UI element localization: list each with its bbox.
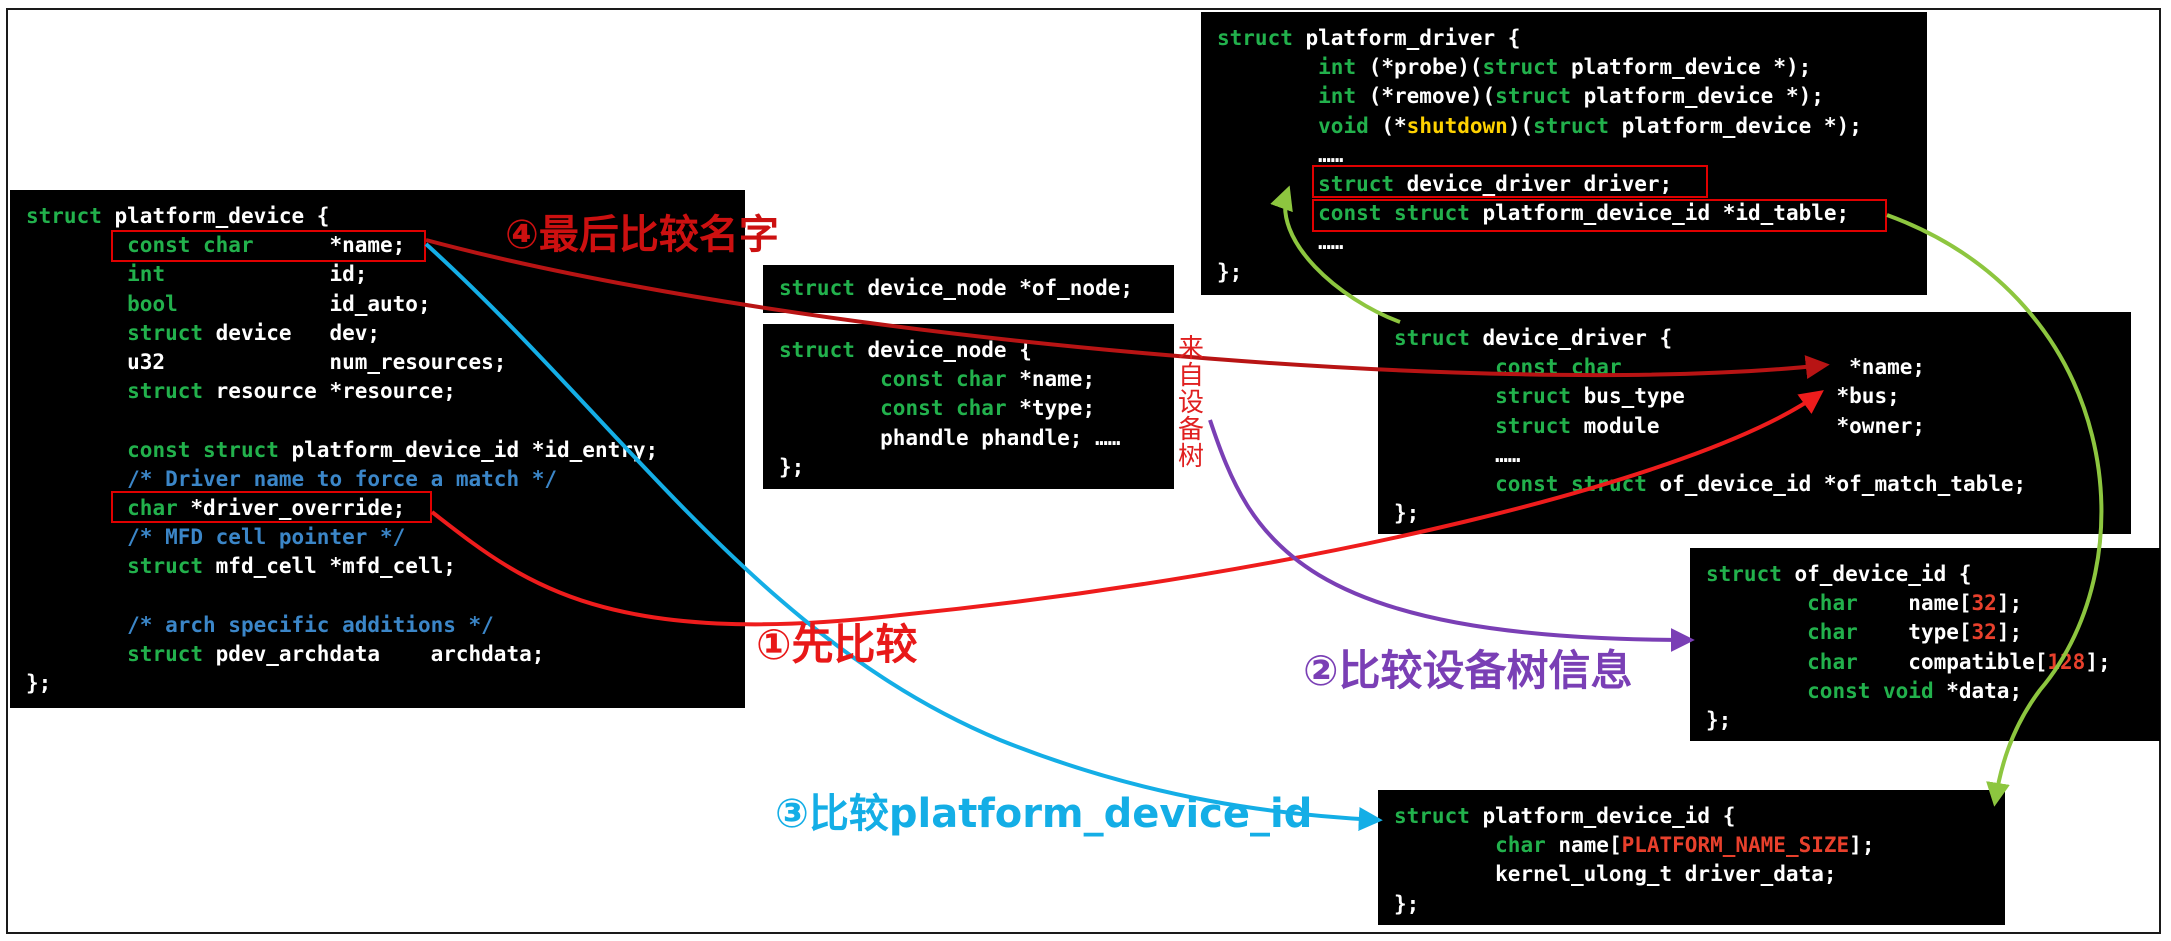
code-block-device-driver: struct device_driver { const char *name;… — [1378, 312, 2131, 534]
code-line: struct device_driver { — [1394, 326, 1673, 350]
code-line: struct bus_type *bus; — [1495, 384, 1900, 409]
label-step1: ①先比较 — [756, 620, 918, 669]
label-step4: ④最后比较名字 — [505, 212, 779, 258]
code-line: /* Driver name to force a match */ — [127, 466, 558, 491]
code-line: int (*probe)(struct platform_device *); — [1318, 55, 1812, 80]
code-block-of-device-id: struct of_device_id { char name[32]; cha… — [1690, 548, 2160, 741]
diagram-border — [6, 8, 2161, 934]
code-line: int (*remove)(struct platform_device *); — [1318, 84, 1824, 109]
code-line: char compatible[128]; — [1807, 649, 2111, 674]
code-line: …… — [1217, 230, 1344, 255]
code-line: struct device_driver driver; — [1318, 171, 1673, 196]
code-line: char *driver_override; — [127, 495, 406, 520]
code-line: struct platform_device_id { — [1394, 804, 1736, 828]
code-line: const char *name; — [127, 233, 406, 258]
code-line: bool id_auto; — [127, 291, 431, 316]
code-line: struct pdev_archdata archdata; — [127, 641, 545, 666]
code-line: }; — [1394, 891, 1420, 916]
highlight-driver-override — [111, 491, 432, 523]
arrow-step1-driver-override — [430, 390, 1824, 627]
code-line: const struct platform_device_id *id_entr… — [127, 437, 659, 462]
code-line: struct device_node *of_node; — [779, 276, 1134, 300]
code-line: struct platform_driver { — [1217, 26, 1521, 50]
arrow-link-id-table — [1886, 213, 2104, 807]
code-line: }; — [1217, 259, 1243, 284]
code-line: phandle phandle; …… — [779, 425, 1121, 450]
arrow-step2-device-tree — [1208, 419, 1695, 652]
code-line: int id; — [127, 262, 368, 287]
code-line: void (*shutdown)(struct platform_device … — [1318, 113, 1862, 138]
arrow-step4-name — [425, 238, 1830, 379]
code-line: const void *data; — [1807, 678, 2023, 703]
code-line: const char *type; — [880, 396, 1096, 421]
code-line: char name[32]; — [1807, 591, 2023, 616]
code-block-platform-device-id: struct platform_device_id { char name[PL… — [1378, 790, 2005, 925]
code-line: }; — [779, 454, 805, 479]
code-line: const struct platform_device_id *id_tabl… — [1318, 201, 1850, 226]
code-line: /* MFD cell pointer */ — [127, 525, 406, 550]
code-line: /* arch specific additions */ — [127, 612, 494, 637]
code-line: struct device dev; — [127, 320, 381, 345]
label-from-device-tree: 来自设备树 — [1177, 334, 1204, 472]
code-line: …… — [1394, 442, 1521, 467]
code-line: }; — [1706, 707, 1732, 732]
code-line: …… — [1217, 142, 1344, 167]
code-line: u32 num_resources; — [26, 349, 507, 374]
code-line: struct of_device_id { — [1706, 562, 1972, 586]
code-line: kernel_ulong_t driver_data; — [1394, 862, 1837, 887]
arrow-link-driver — [1270, 185, 1401, 324]
code-line: struct mfd_cell *mfd_cell; — [127, 554, 456, 579]
code-block-platform-driver: struct platform_driver { int (*probe)(st… — [1201, 12, 1927, 295]
code-line: struct resource *resource; — [127, 379, 456, 404]
code-line: }; — [1394, 501, 1420, 526]
code-line: }; — [26, 671, 52, 695]
code-line: char type[32]; — [1807, 620, 2023, 645]
code-line: const char *name; — [880, 367, 1096, 392]
code-line: struct platform_device { — [26, 204, 330, 228]
highlight-driver-member — [1312, 165, 1708, 198]
code-block-of-node-ref: struct device_node *of_node; — [763, 265, 1174, 313]
arrow-step3-platform-device-id — [424, 242, 1383, 832]
label-step2: ②比较设备树信息 — [1303, 646, 1633, 695]
label-step3: ③比较platform_device_id — [775, 791, 1313, 837]
code-line: struct device_node { — [779, 338, 1032, 362]
highlight-id-table — [1312, 199, 1887, 232]
code-block-platform-device: struct platform_device { const char *nam… — [10, 190, 745, 708]
code-line: char name[PLATFORM_NAME_SIZE]; — [1495, 833, 1875, 858]
code-line: struct module *owner; — [1495, 413, 1926, 438]
highlight-name-field — [111, 230, 426, 262]
